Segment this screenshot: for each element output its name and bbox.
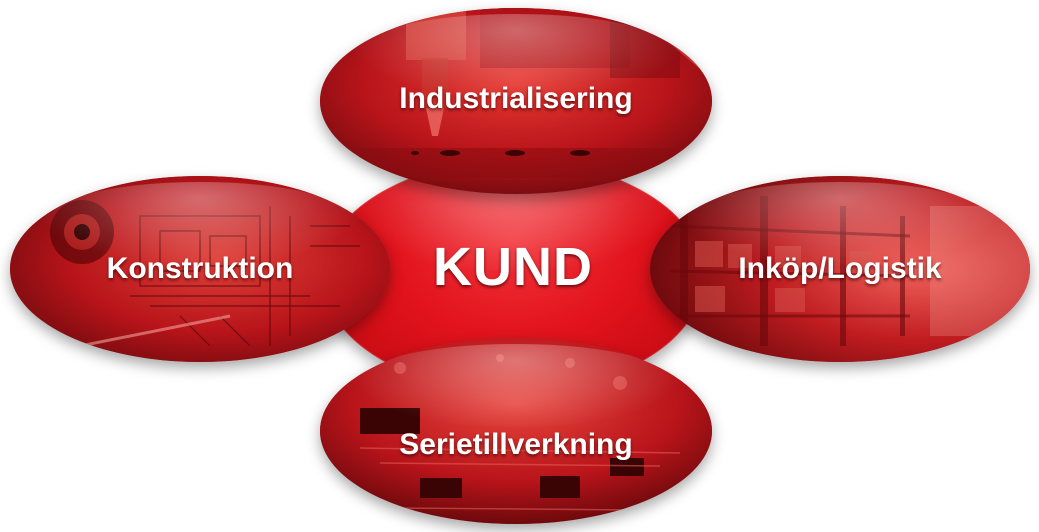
node-konstruktion: Konstruktion — [10, 176, 390, 362]
laser-cutter-image — [320, 8, 712, 194]
node-label-serietillverkning: Serietillverkning — [399, 428, 633, 461]
node-inkop-logistik: Inköp/Logistik — [650, 176, 1030, 362]
node-label-industrialisering: Industrialisering — [399, 82, 633, 115]
circuit-board-image — [320, 338, 712, 524]
technical-drawing-image — [10, 176, 390, 362]
node-label-inkop-logistik: Inköp/Logistik — [738, 252, 942, 285]
warehouse-image — [650, 176, 1030, 362]
node-serietillverkning: Serietillverkning — [320, 338, 712, 524]
node-industrialisering: Industrialisering — [320, 8, 712, 194]
center-label: KUND — [433, 237, 593, 297]
node-label-konstruktion: Konstruktion — [106, 252, 294, 285]
